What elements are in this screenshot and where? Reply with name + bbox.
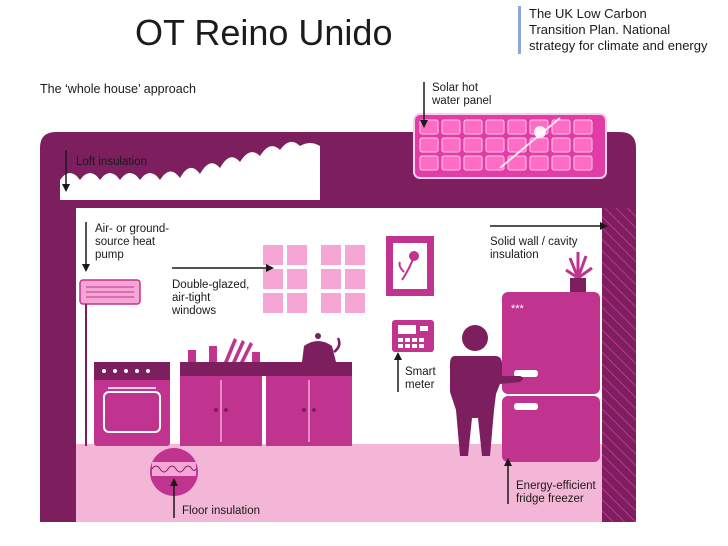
heat-pump-label-line: pump	[95, 249, 124, 261]
heat-pump-label-line: Air- or ground-	[95, 223, 169, 235]
oven-icon	[94, 362, 170, 446]
dish-rack-icon	[188, 338, 260, 362]
windows-label-line: air-tight	[172, 292, 211, 304]
heat-pump-pointer-arrow	[82, 264, 90, 272]
heat-pump-label: Air- or ground- source heat pump	[95, 223, 172, 261]
picture-frame-icon	[386, 236, 434, 296]
windows-pointer-arrow	[266, 264, 274, 272]
meter-label-line: Smart	[405, 366, 436, 378]
loft-pointer-arrow	[62, 184, 70, 192]
wall-insulation	[602, 208, 636, 522]
meter-pointer-arrow	[394, 352, 402, 360]
fridge-stars: ***	[511, 303, 525, 315]
smart-meter-icon	[392, 320, 434, 352]
side-note: The UK Low Carbon Transition Plan. Natio…	[518, 6, 728, 54]
meter-label-line: meter	[405, 379, 435, 391]
kitchen-cabinets	[180, 362, 352, 446]
fridge-label-line: Energy-efficient	[516, 480, 596, 492]
slide-title: OT Reino Unido	[135, 12, 393, 53]
floor-insulation-icon	[150, 448, 198, 496]
windows-label-line: Double-glazed,	[172, 279, 249, 291]
fridge-icon	[502, 292, 600, 462]
meter-label: Smart meter	[405, 366, 439, 391]
kettle-icon	[302, 333, 341, 362]
fridge-label: Energy-efficient fridge freezer	[516, 480, 599, 505]
wall-label-line: insulation	[490, 249, 539, 261]
windows-label: Double-glazed, air-tight windows	[171, 279, 253, 317]
wall-label-line: Solid wall / cavity	[490, 236, 578, 248]
solar-label-line: water panel	[431, 95, 491, 107]
heat-pump-label-line: source heat	[95, 236, 156, 248]
floor-pointer-arrow	[170, 478, 178, 486]
wall-pointer-arrow	[600, 222, 608, 230]
solar-panel-icon	[413, 113, 607, 179]
person-icon	[450, 325, 523, 456]
loft-label: Loft insulation	[76, 156, 147, 168]
floor-label: Floor insulation	[182, 505, 260, 517]
side-note-line: strategy for climate and energy	[529, 38, 708, 53]
plant-icon	[565, 252, 593, 292]
fridge-pointer-arrow	[504, 458, 512, 466]
side-note-line: The UK Low Carbon	[529, 6, 647, 21]
left-wall	[40, 208, 76, 522]
fridge-label-line: fridge freezer	[516, 493, 584, 505]
diagram-heading: The ‘whole house’ approach	[40, 82, 196, 96]
windows-label-line: windows	[171, 305, 216, 317]
solar-label-line: Solar hot	[432, 82, 479, 94]
wall-label: Solid wall / cavity insulation	[490, 236, 581, 261]
loft-insulation-shape	[60, 141, 320, 200]
side-note-line: Transition Plan. National	[529, 22, 671, 37]
solar-pointer-arrow	[420, 120, 428, 128]
window-icon	[263, 245, 365, 313]
heat-pump-icon	[79, 279, 141, 446]
solar-label: Solar hot water panel	[431, 82, 491, 107]
